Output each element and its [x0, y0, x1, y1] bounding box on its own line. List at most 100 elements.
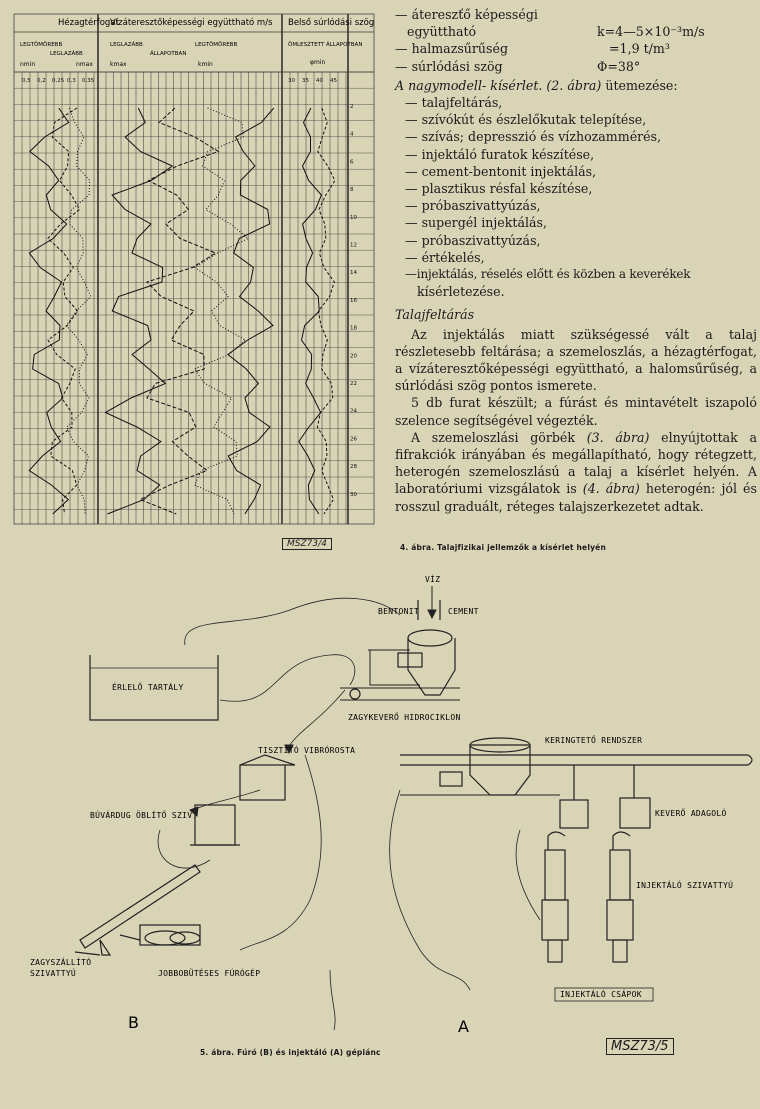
hose [220, 655, 355, 702]
label-a: A [458, 1017, 469, 1036]
col3-sub-left: ÖMLESZTETT [288, 41, 325, 48]
list-item: — talajfeltárás, [405, 94, 757, 111]
depth-tick-label: 6 [350, 159, 354, 165]
tick-label: 45 [330, 78, 337, 84]
col1-sub-right: LEGLAZÁBB [50, 50, 83, 57]
schedule-list: — talajfeltárás, — szívókút és észlelőku… [395, 94, 757, 300]
label-zagykevero: ZAGYKEVERŐ HIDROCIKLON [348, 712, 461, 722]
label-zagyszallito: ZAGYSZÁLLÍTÓ [30, 956, 91, 967]
label-cement: CEMENT [448, 607, 479, 616]
label-kevero-adagolo: KEVERŐ ADAGOLÓ [655, 807, 727, 818]
tick-label: 0,3 [67, 78, 76, 84]
list-item: — injektáló furatok készítése, [405, 146, 757, 163]
schedule-intro-tail: ütemezése: [605, 78, 677, 93]
depth-tick-label: 16 [350, 298, 357, 304]
property-name: — súrlódási szög [395, 58, 503, 75]
col3-title: Belső súrlódási szög [288, 17, 374, 28]
hose [290, 690, 345, 745]
depth-tick-label: 28 [350, 464, 357, 470]
paragraph: 5 db furat készült; a fúrást és mintavét… [395, 394, 757, 428]
depth-tick-label: 26 [350, 436, 357, 442]
property-row: — átereszťő képességi [395, 6, 757, 23]
depth-tick-label: 30 [350, 492, 357, 498]
col1-sub-left: LEGTÖMÖREBB [20, 41, 62, 48]
diagram-caption: 5. ábra. Fúró (B) és injektáló (A) géplá… [200, 1048, 381, 1057]
list-item: — supergél injektálás, [405, 214, 757, 231]
tick-label: 0,5 [22, 78, 31, 84]
col3-phimin: φmin [310, 59, 325, 66]
list-item: — cement-bentonit injektálás, [405, 163, 757, 180]
tick-label: 40 [316, 78, 323, 84]
list-item: — próbaszivattyúzás, [405, 197, 757, 214]
label-bentonit: BENTONIT [378, 607, 419, 616]
label-viz: VÍZ [425, 573, 440, 584]
list-item: —injektálás, réselés előtt és közben a k… [405, 266, 757, 283]
soil-chart: Hézagtérfogat Vízáteresztőképességi együ… [10, 8, 380, 528]
schedule-intro: A nagymodell- kísérlet. (2. ábra) ütemez… [395, 77, 757, 94]
profile-curve [194, 108, 248, 514]
tick-label: 0,35 [82, 78, 95, 84]
depth-tick-label: 22 [350, 381, 357, 387]
label-csapok: INJEKTÁLÓ CSÁPOK [560, 988, 642, 999]
property-value: Φ=38° [597, 58, 757, 75]
hose [240, 755, 321, 950]
col2-title: Vízáteresztőképességi együttható m/s [110, 17, 273, 28]
figure-ref: (3. ábra) [587, 430, 650, 445]
chart-stamp: MSZ73/4 [282, 538, 332, 550]
depth-tick-label: 24 [350, 409, 357, 415]
label-keringteto: KERINGTETŐ RENDSZER [545, 735, 642, 745]
machine-chain-diagram: VÍZ BENTONIT CEMENT ÉRLELŐ TARTÁLY ZAGYK… [0, 560, 760, 1105]
hose [185, 598, 400, 645]
schedule-intro-title: A nagymodell- kísérlet. (2. ábra) [395, 78, 601, 93]
label-tisztito: TISZTÍTÓ VIBRÓROSTA [258, 744, 355, 755]
chart-frame [14, 14, 374, 524]
col1-nmax: nmax [76, 61, 93, 68]
profile-curve [140, 108, 218, 514]
soil-chart-svg: Hézagtérfogat Vízáteresztőképességi együ… [10, 8, 380, 528]
list-item: — szívás; depresszió és vízhozammérés, [405, 128, 757, 145]
section-heading: Talajfeltárás [395, 306, 757, 323]
col3-sub-right: ÁLLAPOTBAN [326, 41, 362, 48]
property-value: =1,9 t/m³ [597, 40, 757, 57]
property-row: — halmazsűrűség =1,9 t/m³ [395, 40, 757, 57]
col2-kmin: kmin [198, 61, 213, 68]
depth-tick-label: 8 [350, 187, 354, 193]
tick-label: 0,2 [37, 78, 46, 84]
property-row: — súrlódási szög Φ=38° [395, 58, 757, 75]
hose [330, 970, 335, 1030]
col2-sub-right: LEGTÖMÖREBB [195, 41, 237, 48]
label-zagyszallito-2: SZIVATTYÚ [30, 967, 76, 978]
depth-tick-label: 20 [350, 353, 357, 359]
diagram-stamp: MSZ73/5 [606, 1038, 674, 1055]
hose [158, 830, 210, 868]
tick-label: 35 [302, 78, 309, 84]
label-furogep: JOBBOBÜTÉSES FÚRÓGÉP [158, 967, 260, 978]
col2-mid: ÁLLAPOTBAN [150, 50, 186, 57]
depth-tick-label: 14 [350, 270, 357, 276]
hose [390, 790, 470, 990]
profile-curve [317, 108, 335, 514]
property-value [597, 6, 757, 23]
list-item: — plasztikus résfal készítése, [405, 180, 757, 197]
figure-ref: (4. ábra) [583, 481, 640, 496]
list-item: — szívókút és észlelőkutak telepítése, [405, 111, 757, 128]
profile-curve [48, 108, 80, 514]
col2-kmax: kmax [110, 61, 127, 68]
label-buvardug: BÚVÁRDUG ÖBLÍTŐ SZIV. [90, 809, 197, 820]
col2-sub-left: LEGLAZÁBB [110, 41, 143, 48]
paragraph: Az injektálás miatt szükségessé vált a t… [395, 326, 757, 395]
label-b: B [128, 1013, 139, 1032]
label-erlelo-tank: ÉRLELŐ TARTÁLY [112, 681, 184, 692]
paragraph: A szemeloszlási görbék (3. ábra) elnyújt… [395, 429, 757, 515]
list-item: — próbaszivattyúzás, [405, 232, 757, 249]
property-name: — halmazsűrűség [395, 40, 508, 57]
chart-caption: 4. ábra. Talajfizikai jellemzők a kísérl… [400, 543, 606, 552]
depth-tick-label: 2 [350, 104, 354, 110]
article-text-column: — átereszťő képességi együtthatók=4—5×10… [395, 6, 757, 515]
depth-tick-label: 4 [350, 132, 354, 138]
profile-curve [228, 108, 274, 514]
depth-tick-label: 12 [350, 243, 357, 249]
property-value: k=4—5×10⁻³m/s [597, 23, 757, 40]
